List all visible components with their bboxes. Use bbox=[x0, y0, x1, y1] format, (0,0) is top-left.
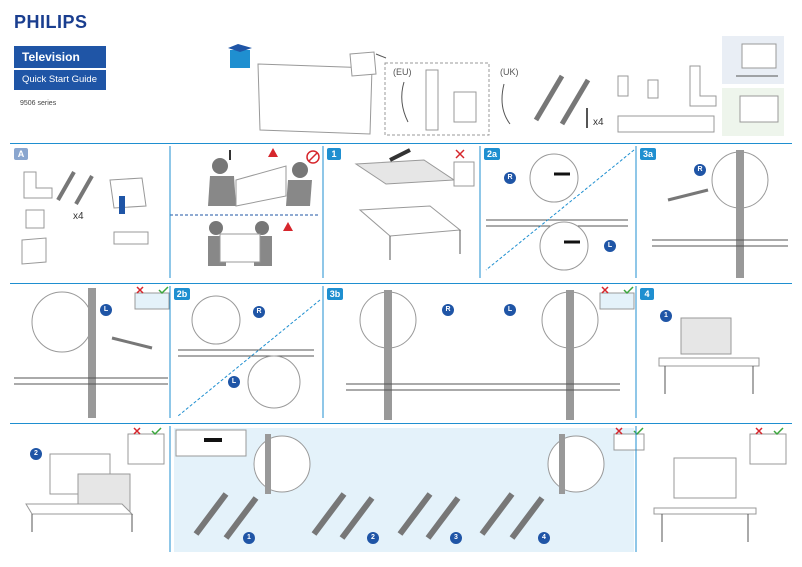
row3-left-check-icons bbox=[127, 427, 165, 465]
row2-left-illustration bbox=[14, 288, 168, 418]
step-3a-label: 3a bbox=[640, 148, 656, 160]
step-3b-marker-left: L bbox=[504, 304, 516, 316]
feet-substep-1: 1 bbox=[243, 532, 255, 544]
feet-assembly-illustration bbox=[193, 434, 605, 540]
step-1-prohibited-icon bbox=[453, 149, 475, 187]
step-4-illustration bbox=[658, 317, 760, 394]
row3-substep-2: 2 bbox=[30, 448, 42, 460]
guide-title: Quick Start Guide bbox=[14, 70, 106, 90]
step-3a-illustration bbox=[652, 150, 788, 278]
row3-left-illustration bbox=[25, 453, 134, 532]
unbox-icon bbox=[228, 44, 252, 68]
section-a-parts bbox=[21, 171, 149, 265]
brackets-illustration bbox=[617, 65, 717, 133]
step-3b-marker-right: R bbox=[442, 304, 454, 316]
step-3a-marker-right: R bbox=[694, 164, 706, 176]
final-check-icons bbox=[749, 427, 787, 465]
step-2a-label: 2a bbox=[484, 148, 500, 160]
step-3b-check-icons bbox=[599, 286, 635, 310]
step-4-substep-1: 1 bbox=[660, 310, 672, 322]
region-uk-label: (UK) bbox=[500, 67, 519, 77]
step-2b-marker-right: R bbox=[253, 306, 265, 318]
warning-icon-top bbox=[268, 148, 278, 157]
step-3b-illustration bbox=[346, 290, 620, 420]
step-1-label: 1 bbox=[327, 148, 341, 160]
step-2a-illustration bbox=[485, 149, 635, 271]
row2-marker-left: L bbox=[100, 304, 112, 316]
box-illustration bbox=[349, 51, 387, 77]
prohibited-icon bbox=[306, 150, 320, 164]
step-2b-marker-left: L bbox=[228, 376, 240, 388]
screw-count: x4 bbox=[593, 117, 604, 128]
section-a-label: A bbox=[14, 148, 28, 160]
row1-dashed-divider bbox=[170, 214, 320, 216]
feet-substep-2: 2 bbox=[367, 532, 379, 544]
screw-illustration bbox=[586, 108, 588, 128]
step-2b-illustration bbox=[177, 295, 321, 417]
divider-row-1 bbox=[10, 143, 792, 144]
series-label: 9506 series bbox=[20, 100, 57, 107]
divider-row-2 bbox=[10, 283, 792, 284]
lift-tv-illustration bbox=[208, 150, 312, 266]
step-2b-label: 2b bbox=[174, 288, 190, 300]
brand-logo: PHILIPS bbox=[14, 12, 88, 32]
stand-feet-illustration bbox=[533, 74, 591, 126]
feet-assembly-inset bbox=[175, 429, 247, 457]
option-b-thumbnail bbox=[722, 88, 784, 136]
accessory-box-outline bbox=[384, 62, 490, 136]
uk-cable-illustration bbox=[501, 83, 511, 125]
step-2a-marker-right: R bbox=[504, 172, 516, 184]
product-title: Television bbox=[14, 46, 106, 68]
warning-icon-bottom bbox=[283, 222, 293, 231]
step-3b-label: 3b bbox=[327, 288, 343, 300]
tv-panel-illustration bbox=[257, 63, 373, 135]
step-1-illustration bbox=[354, 148, 462, 260]
feet-substep-4: 4 bbox=[538, 532, 550, 544]
final-tv-illustration bbox=[653, 457, 757, 542]
divider-row-3 bbox=[10, 423, 792, 424]
option-a-thumbnail bbox=[722, 36, 784, 84]
step-2a-marker-left: L bbox=[604, 240, 616, 252]
feet-substep-3: 3 bbox=[450, 532, 462, 544]
step-4-label: 4 bbox=[640, 288, 654, 300]
region-eu-label: (EU) bbox=[393, 67, 412, 77]
section-a-screw-count: x4 bbox=[73, 211, 84, 222]
row2-check-icons bbox=[134, 286, 170, 310]
